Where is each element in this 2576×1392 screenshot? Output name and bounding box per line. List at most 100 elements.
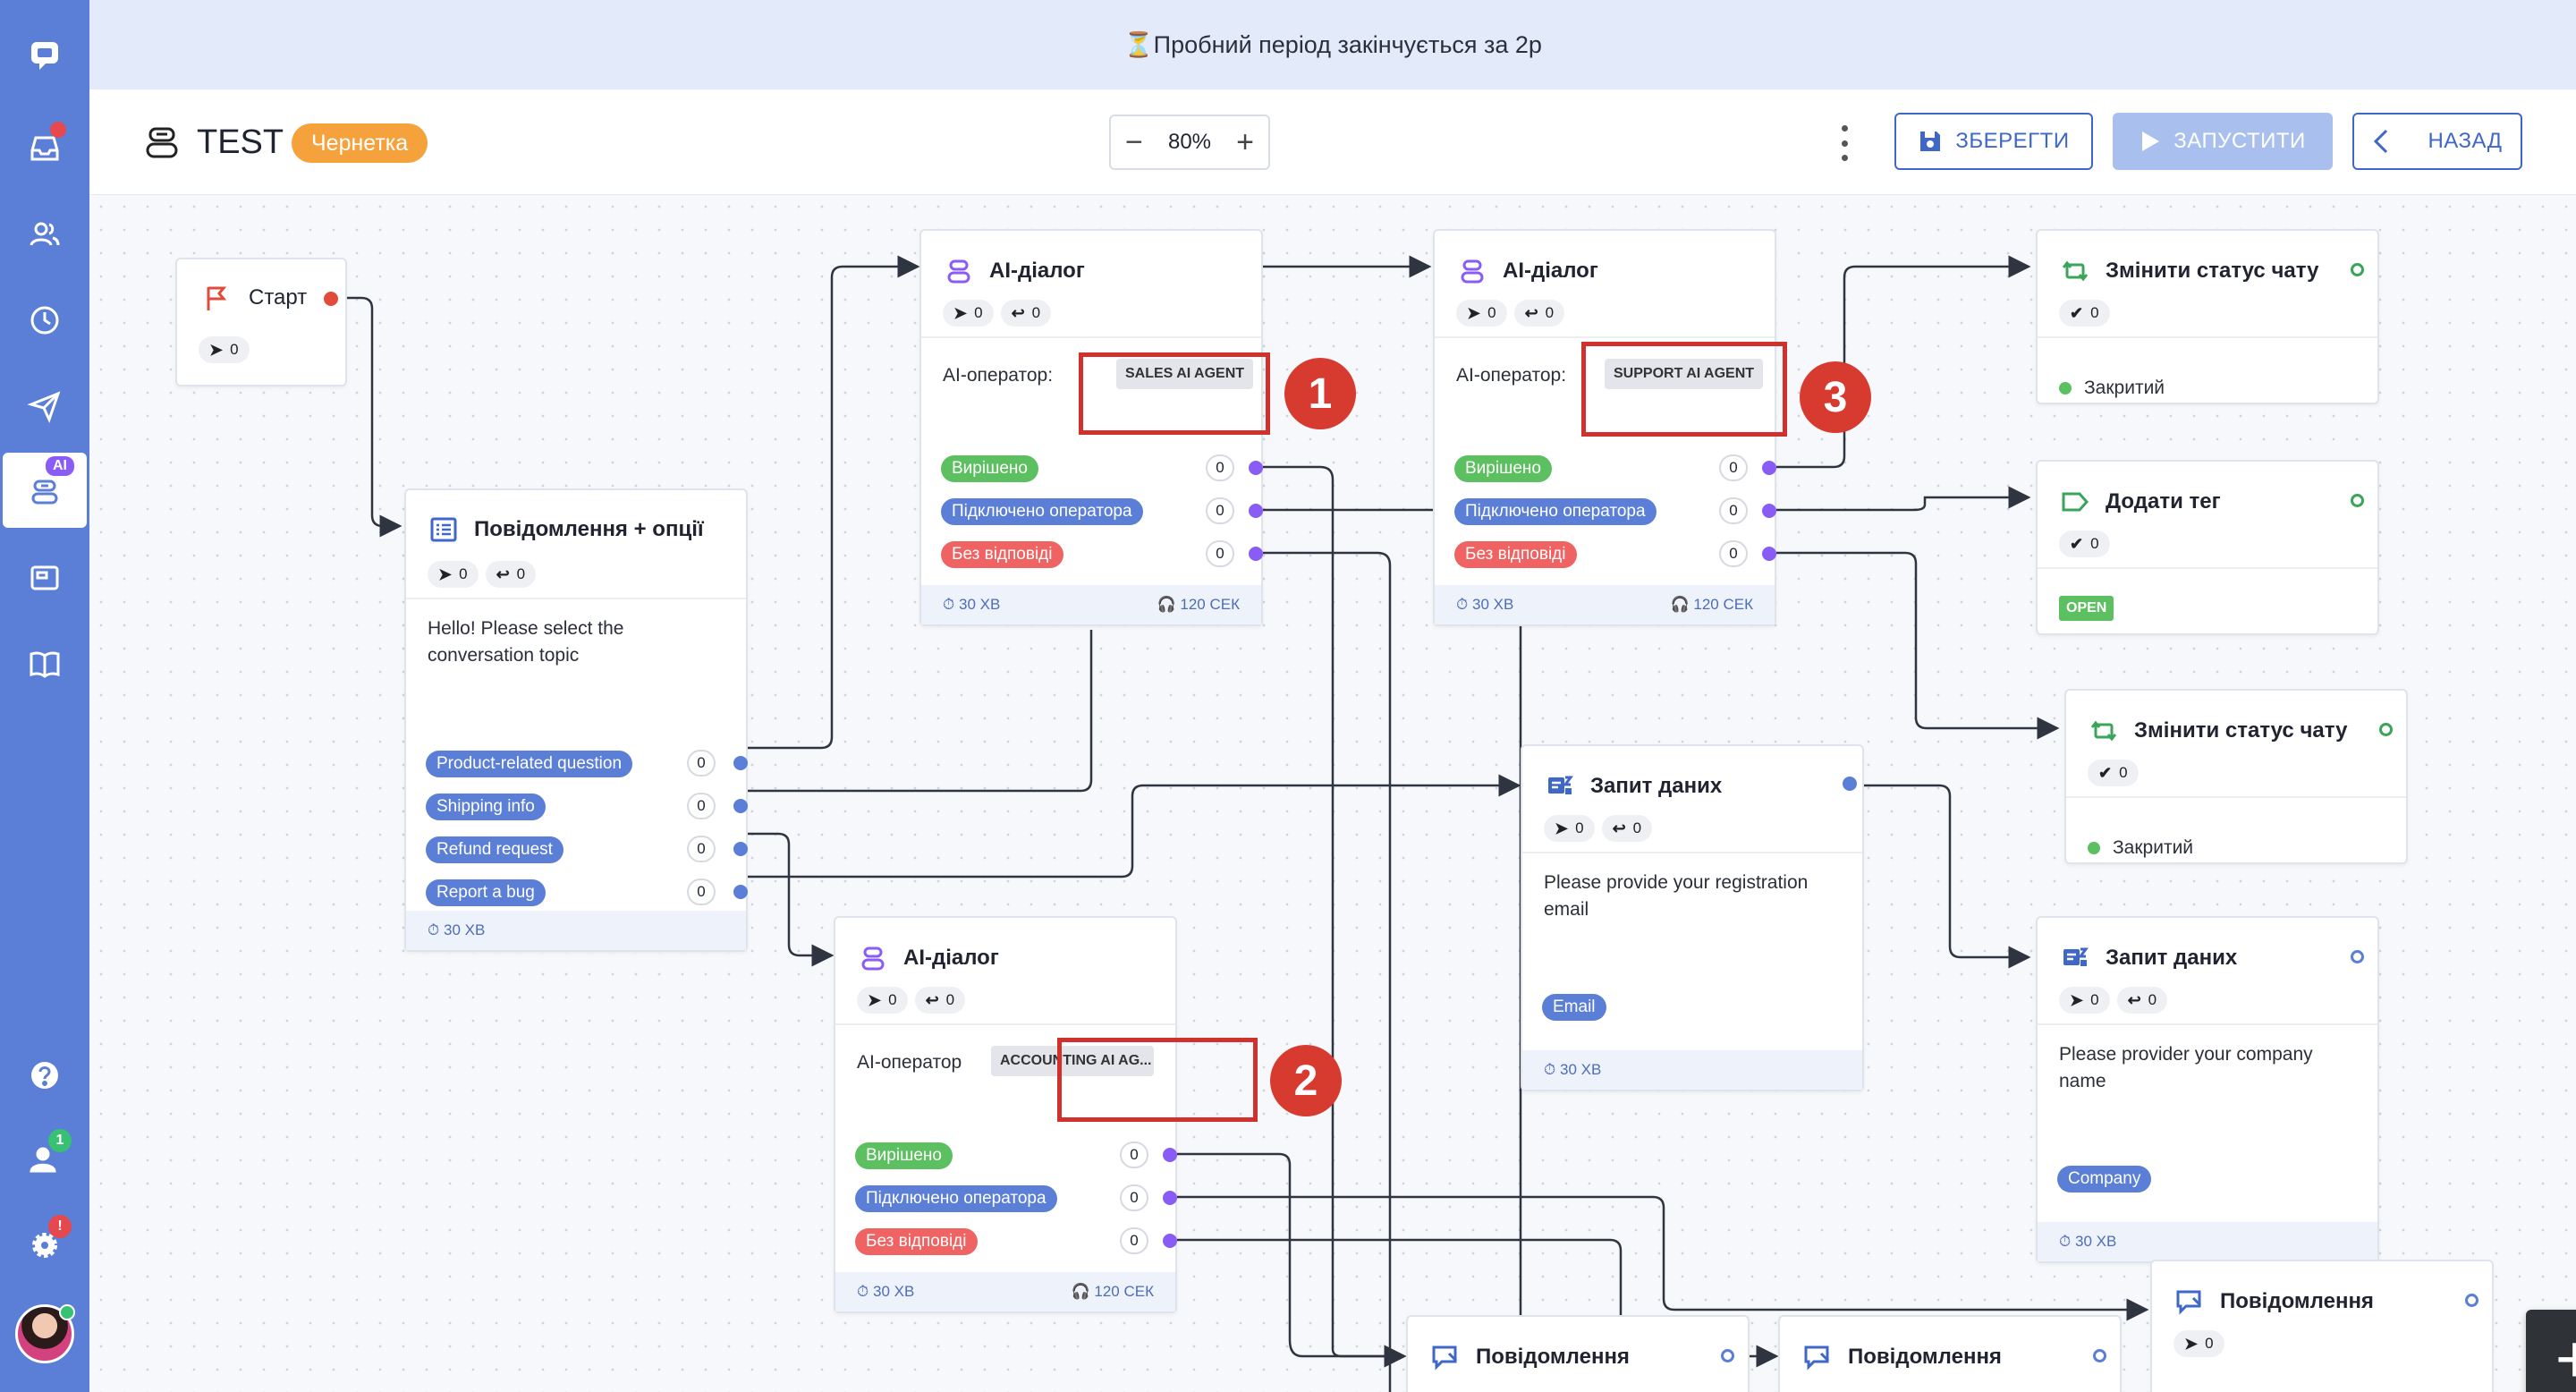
done-value: 0: [2119, 764, 2128, 781]
status-output-port[interactable]: [2351, 263, 2364, 276]
help-icon[interactable]: [0, 1038, 89, 1113]
send-icon: ➤: [209, 340, 224, 359]
widget-icon[interactable]: [0, 540, 89, 615]
done-value: 0: [2090, 304, 2099, 321]
message-node-b[interactable]: Повідомлення: [1778, 1315, 2122, 1392]
message-header: Повідомлення: [1780, 1317, 2120, 1392]
option-output-port[interactable]: [733, 756, 748, 770]
data-request-node-2[interactable]: Запит даних ➤0 ↩0 Please provider your c…: [2036, 916, 2379, 1263]
message-output-port[interactable]: [2465, 1294, 2479, 1307]
status-output-port[interactable]: [2379, 723, 2393, 736]
option-output-port[interactable]: [733, 885, 748, 899]
tag-value: OPEN: [2059, 596, 2114, 621]
option-row[interactable]: Refund request: [426, 836, 564, 864]
ai-bot-icon[interactable]: AI: [3, 453, 87, 528]
zoom-out-button[interactable]: −: [1125, 124, 1143, 159]
option-output-port[interactable]: [733, 842, 748, 856]
sent-value: 0: [974, 304, 983, 321]
option-row[interactable]: Product-related question: [426, 750, 633, 778]
contacts-icon[interactable]: [0, 197, 89, 272]
sent-value: 0: [1487, 304, 1496, 321]
outcome-row[interactable]: Вирішено: [1454, 454, 1552, 483]
ai-operator-tag[interactable]: ACCOUNTING AI AG...: [991, 1046, 1154, 1076]
inbox-icon[interactable]: [0, 111, 89, 186]
reply-timeout-label: 🎧 120 СЕК: [1670, 596, 1754, 613]
outcome-output-port[interactable]: [1163, 1148, 1177, 1162]
send-icon[interactable]: [0, 369, 89, 444]
outcome-output-port[interactable]: [1249, 461, 1263, 475]
outcome-output-port[interactable]: [1249, 547, 1263, 561]
book-icon[interactable]: [0, 626, 89, 701]
outcome-row[interactable]: Вирішено: [855, 1142, 953, 1170]
status-value-row: Закритий: [2059, 378, 2165, 399]
outcome-row[interactable]: Без відповіді: [941, 540, 1063, 569]
outcome-output-port[interactable]: [1163, 1234, 1177, 1248]
add-tag-node[interactable]: Додати тег ✔0 OPEN: [2036, 460, 2379, 635]
message-options-node[interactable]: Повідомлення + опції ➤0 ↩0 Hello! Please…: [404, 488, 748, 952]
message-title: Повідомлення: [1848, 1345, 2002, 1369]
data-request-output-port[interactable]: [2351, 950, 2364, 963]
ai-operator-label: AI-оператор: [857, 1052, 962, 1073]
data-request-node-1[interactable]: Запит даних ➤0 ↩0 Please provide your re…: [1521, 744, 1864, 1091]
outcome-output-port[interactable]: [1762, 547, 1776, 561]
message-node-a[interactable]: Повідомлення: [1406, 1315, 1750, 1392]
option-row[interactable]: Shipping info: [426, 793, 546, 821]
flow-canvas[interactable]: Старт ➤0 Повідомлення + опції ➤0 ↩0 Hell…: [89, 195, 2576, 1392]
online-indicator: [59, 1304, 75, 1320]
run-button[interactable]: ЗАПУСТИТИ: [2113, 113, 2333, 170]
field-row: Company: [2057, 1165, 2152, 1193]
ai-operator-label: AI-оператор:: [1456, 365, 1567, 386]
team-icon[interactable]: 1: [0, 1122, 89, 1197]
more-menu-icon[interactable]: [1835, 125, 1853, 161]
add-node-button[interactable]: +: [2526, 1310, 2576, 1392]
start-node[interactable]: Старт ➤0: [175, 258, 347, 386]
change-status-node-1[interactable]: Змінити статус чату ✔0 Закритий: [2036, 229, 2379, 404]
back-button[interactable]: НАЗАД: [2352, 113, 2522, 170]
ai-dialog-node-2[interactable]: AI-діалог ➤0 ↩0 AI-оператор ACCOUNTING A…: [834, 916, 1177, 1313]
status-badge: Чернетка: [292, 123, 428, 163]
outcome-output-port[interactable]: [1762, 461, 1776, 475]
outcome-output-port[interactable]: [1249, 504, 1263, 518]
node-stats: ✔0: [2038, 521, 2377, 567]
outcome-row[interactable]: Вирішено: [941, 454, 1038, 483]
clock-icon[interactable]: [0, 283, 89, 358]
start-output-port[interactable]: [324, 292, 338, 306]
ai-bot-icon: [861, 946, 885, 971]
message-node-c[interactable]: Повідомлення ➤0: [2150, 1260, 2494, 1392]
ai-operator-tag[interactable]: SUPPORT AI AGENT: [1605, 359, 1764, 389]
save-button[interactable]: ЗБЕРЕГТИ: [1894, 113, 2093, 170]
outcome-operator-connected: Підключено оператора: [941, 498, 1143, 525]
outcome-count: 0: [1206, 497, 1234, 524]
chat-logo-icon[interactable]: [0, 18, 89, 93]
zoom-in-button[interactable]: +: [1236, 124, 1254, 159]
message-output-port[interactable]: [2093, 1349, 2106, 1362]
node-stats: ✔0: [2066, 750, 2406, 796]
outcome-row[interactable]: Підключено оператора: [941, 497, 1143, 526]
outcome-row[interactable]: Підключено оператора: [1454, 497, 1657, 526]
option-row[interactable]: Report a bug: [426, 878, 546, 907]
outcome-output-port[interactable]: [1163, 1191, 1177, 1205]
outcome-count: 0: [1719, 454, 1748, 481]
reply-value: 0: [1632, 819, 1642, 836]
outcome-resolved: Вирішено: [855, 1142, 953, 1169]
timeout-label: ⏱ 30 ХВ: [943, 596, 1001, 613]
message-output-port[interactable]: [1721, 1349, 1734, 1362]
swap-status-icon: [2062, 260, 2089, 282]
data-request-output-port[interactable]: [1843, 777, 1857, 791]
outcome-row[interactable]: Без відповіді: [855, 1227, 978, 1256]
tag-output-port[interactable]: [2351, 494, 2364, 507]
outcome-row[interactable]: Без відповіді: [1454, 540, 1577, 569]
option-output-port[interactable]: [733, 799, 748, 813]
reply-icon: ↩: [1011, 303, 1025, 322]
sent-count: ➤0: [199, 336, 250, 363]
ai-dialog-node-1[interactable]: AI-діалог ➤0 ↩0 AI-оператор: SALES AI AG…: [919, 229, 1263, 626]
outcome-output-port[interactable]: [1762, 504, 1776, 518]
editor-header: TEST Чернетка − 80% + ЗБЕРЕГТИ ЗАПУСТИТИ…: [89, 89, 2576, 195]
change-status-title: Змінити статус чату: [2106, 259, 2319, 283]
node-stats: ➤0 ↩0: [835, 977, 1175, 1023]
ai-operator-tag[interactable]: SALES AI AGENT: [1116, 359, 1254, 389]
ai-dialog-node-3[interactable]: AI-діалог ➤0 ↩0 AI-оператор: SUPPORT AI …: [1433, 229, 1776, 626]
settings-icon[interactable]: !: [0, 1208, 89, 1283]
change-status-node-2[interactable]: Змінити статус чату ✔0 Закритий: [2064, 689, 2408, 864]
outcome-row[interactable]: Підключено оператора: [855, 1184, 1057, 1213]
